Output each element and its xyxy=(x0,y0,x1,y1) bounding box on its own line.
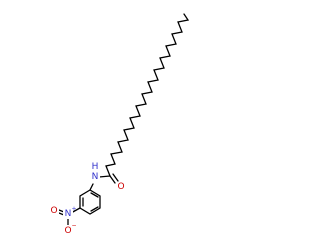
benzene-ring xyxy=(79,189,101,215)
nitro-n-charge: + xyxy=(71,206,76,213)
ring-inner-bond-2 xyxy=(90,206,99,212)
nitro-oxygen-single-label: O − xyxy=(63,223,77,236)
amide-nitrogen-label: N H xyxy=(90,162,100,182)
nitro-o-double-symbol: O xyxy=(50,206,57,216)
nitro-nitrogen-label: N + xyxy=(63,206,77,219)
carbonyl-o-symbol: O xyxy=(117,182,124,192)
carbonyl-double-bond-b xyxy=(112,173,119,182)
alkyl-chain xyxy=(105,13,190,177)
ring-inner-bond-3 xyxy=(90,192,99,198)
nitro-o-single-symbol: O xyxy=(64,226,71,236)
amide-n-hydrogen: H xyxy=(92,162,99,172)
carbonyl-double-bond-a xyxy=(109,175,116,184)
ring-outline xyxy=(79,189,101,215)
carbonyl-oxygen-label: O xyxy=(116,182,126,193)
nitro-n-symbol: N xyxy=(65,209,72,219)
amide-group xyxy=(98,173,119,184)
nitro-oxygen-double-label: O xyxy=(49,206,59,217)
molecule-structure: N H O N + O O − xyxy=(49,13,190,236)
nitro-o-charge: − xyxy=(71,223,76,230)
chain-bonds xyxy=(105,13,190,177)
n-to-ring-bond xyxy=(89,183,94,191)
carbonyl-to-n-bond xyxy=(98,175,111,178)
amide-n-symbol: N xyxy=(92,172,99,182)
